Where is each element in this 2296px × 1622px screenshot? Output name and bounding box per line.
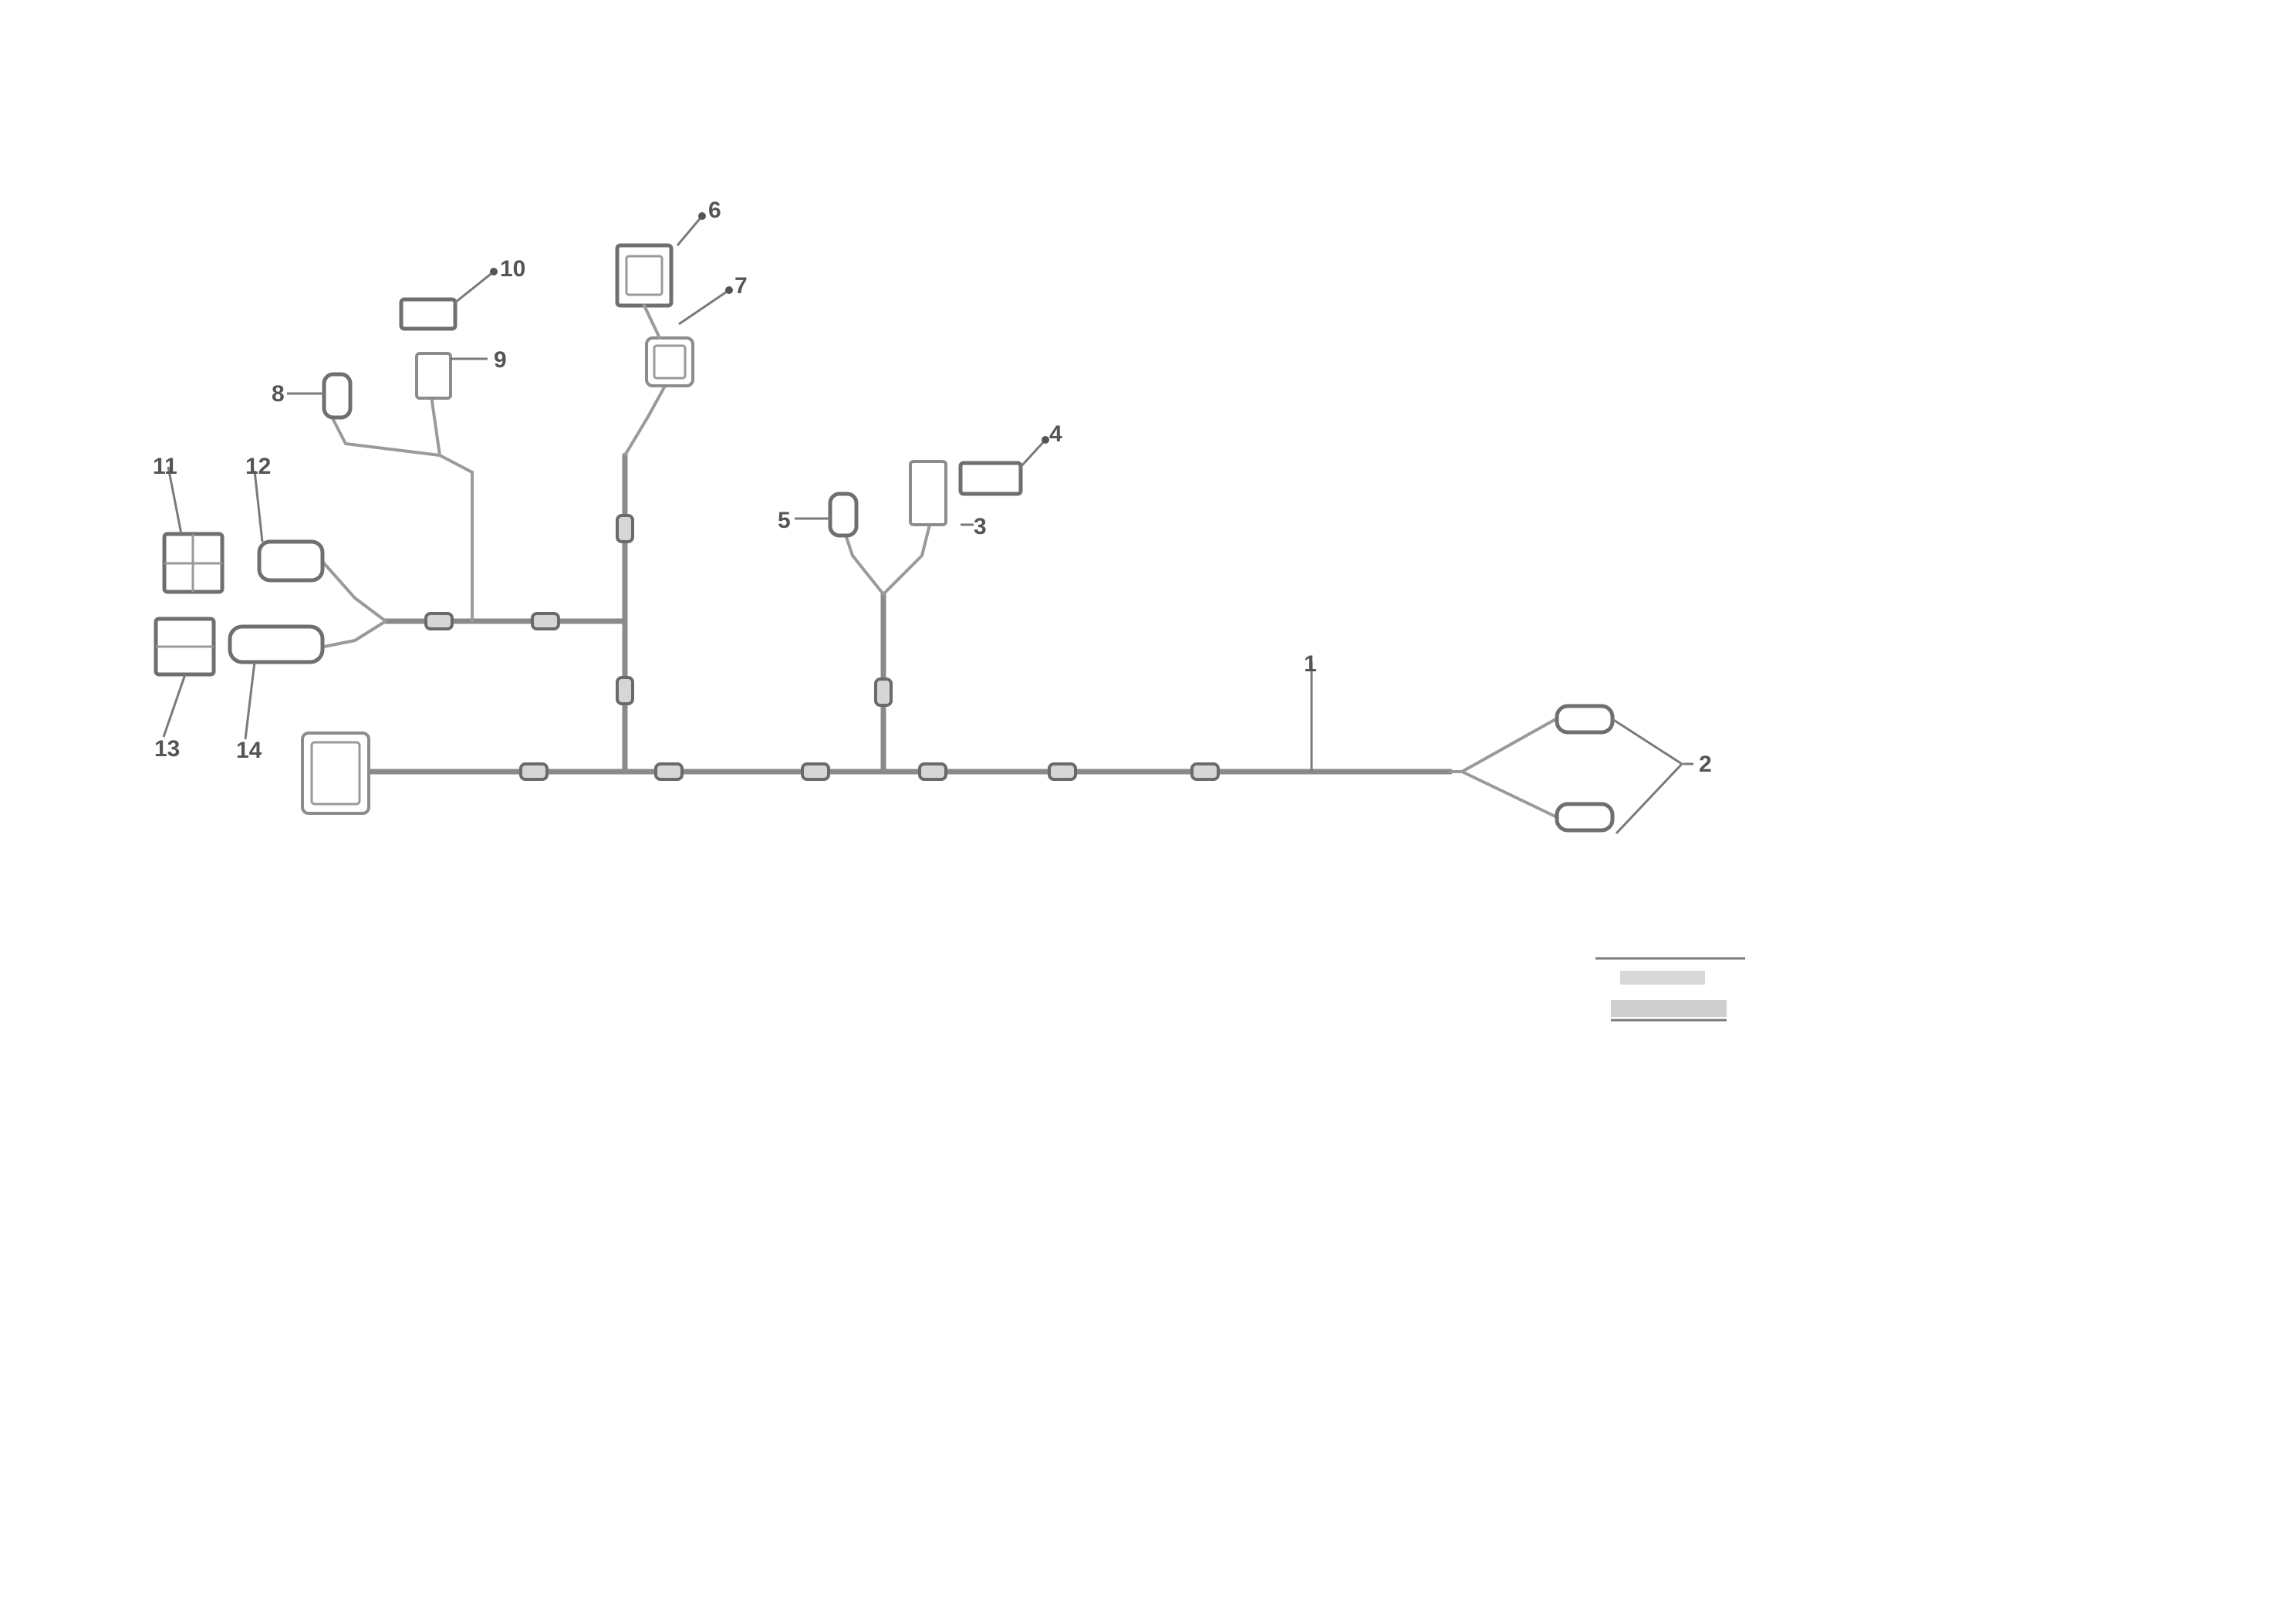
callout-label: 14: [236, 738, 262, 763]
upper-cap: [399, 297, 458, 331]
branch-a-top-cap: [615, 243, 674, 340]
main-end-connector: [301, 732, 370, 815]
callout-label: 4: [1049, 421, 1062, 447]
callout-label: 12: [245, 454, 271, 479]
left-relay-upper: [257, 539, 325, 583]
callout-label: 6: [708, 198, 721, 223]
left-sub-branch: [315, 361, 628, 650]
callout-label: 13: [154, 736, 180, 762]
left-relay-lower: [228, 624, 325, 664]
left-fuse-box-upper: [162, 532, 225, 594]
callout-label: 1: [1304, 651, 1317, 677]
reference-block: [1595, 957, 1745, 1022]
branch-b-cap: [958, 461, 1023, 496]
callout-label: 5: [778, 508, 791, 533]
callout-label: 10: [500, 256, 525, 282]
branch-a-top-connector: [645, 336, 694, 387]
callout-leaders: [162, 212, 1693, 765]
upper-mid-connector: [415, 352, 452, 400]
callout-label: 2: [1699, 752, 1712, 777]
callout-label: 3: [974, 514, 987, 539]
branch-b-right-connector: [909, 460, 947, 526]
branch-b-vertical: [843, 523, 931, 775]
branch-a-vertical: [616, 384, 667, 775]
left-fuse-box-lower: [154, 617, 216, 677]
right-fork-branch: [1449, 704, 1684, 835]
callout-label: 9: [494, 347, 507, 373]
upper-left-connector: [322, 372, 353, 420]
main-trunk-clips: [519, 762, 1220, 781]
callout-label: 8: [272, 381, 285, 407]
callout-label: 11: [153, 454, 177, 479]
callout-label: 7: [734, 273, 748, 299]
branch-b-left-connector: [828, 492, 859, 538]
